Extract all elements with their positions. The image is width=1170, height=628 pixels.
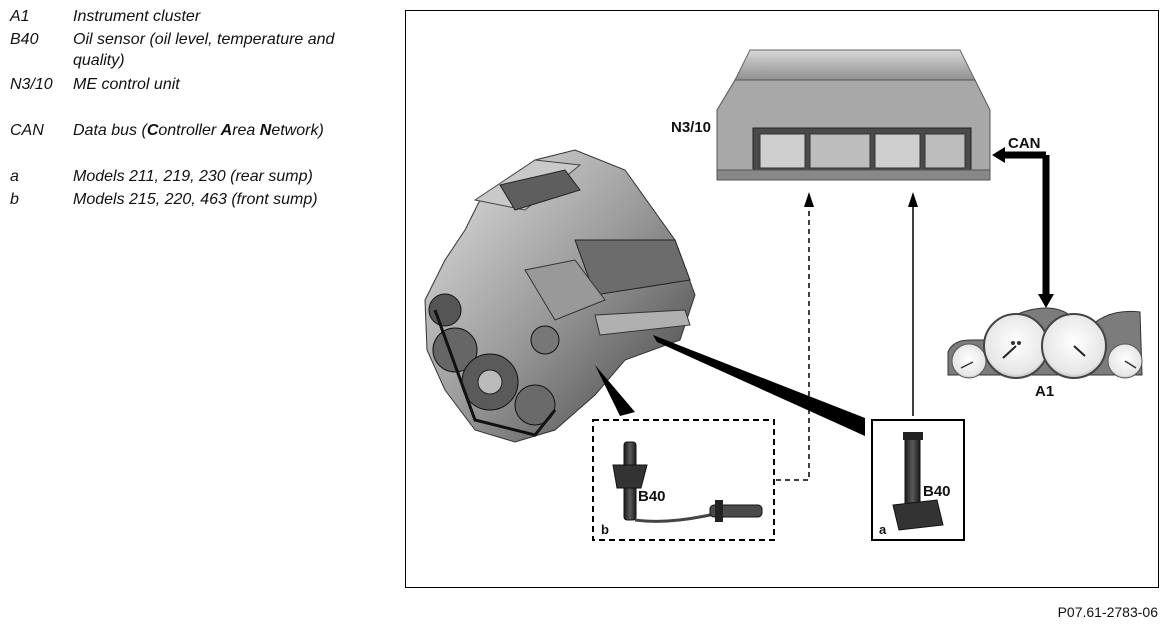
sensor-b-box — [592, 419, 775, 541]
legend-text-initial: C — [146, 122, 159, 139]
legend-code: A1 — [10, 8, 30, 25]
legend-text-initial: N — [259, 122, 272, 139]
sensor-b-variant: b — [601, 522, 609, 537]
ecu-n3-10 — [716, 49, 991, 181]
can-bus-arrow — [992, 147, 1054, 308]
legend-text: ME control unit — [73, 76, 180, 93]
ecu-label: N3/10 — [671, 119, 711, 136]
sensor-a-label: B40 — [923, 483, 951, 500]
cluster-label: A1 — [1035, 383, 1054, 400]
legend-text: Models 215, 220, 463 (front sump) — [73, 191, 318, 208]
system-diagram: N3/10 CAN A1 — [424, 49, 1143, 541]
sensor-a-box — [871, 419, 965, 541]
instrument-cluster-a1 — [947, 307, 1143, 379]
legend-text-part: etwork) — [271, 122, 324, 139]
legend-code: a — [10, 168, 19, 185]
sensor-b-label: B40 — [638, 488, 666, 505]
legend-text: Oil sensor (oil level, temperature and q… — [73, 31, 335, 69]
legend-code: CAN — [10, 122, 44, 139]
legend-code: B40 — [10, 31, 39, 48]
engine-illustration — [424, 149, 696, 443]
legend-text-part: rea — [232, 122, 260, 139]
sensor-a-variant: a — [879, 522, 887, 537]
figure-reference: P07.61-2783-06 — [1057, 604, 1158, 620]
legend-text: Instrument cluster — [73, 8, 201, 25]
legend-text: Data bus (Controller Area Network) — [73, 120, 373, 141]
legend-text-part: ontroller — [158, 122, 221, 139]
legend-text-initial: A — [220, 122, 233, 139]
can-label: CAN — [1008, 135, 1041, 152]
legend-text-part: Data bus ( — [73, 122, 147, 139]
sensor-b-connection — [595, 192, 814, 481]
legend-code: N3/10 — [10, 76, 53, 93]
sensor-a-connection — [653, 192, 918, 436]
legend-text: Models 211, 219, 230 (rear sump) — [73, 168, 313, 185]
diagram-frame — [405, 10, 1159, 588]
legend-code: b — [10, 191, 19, 208]
